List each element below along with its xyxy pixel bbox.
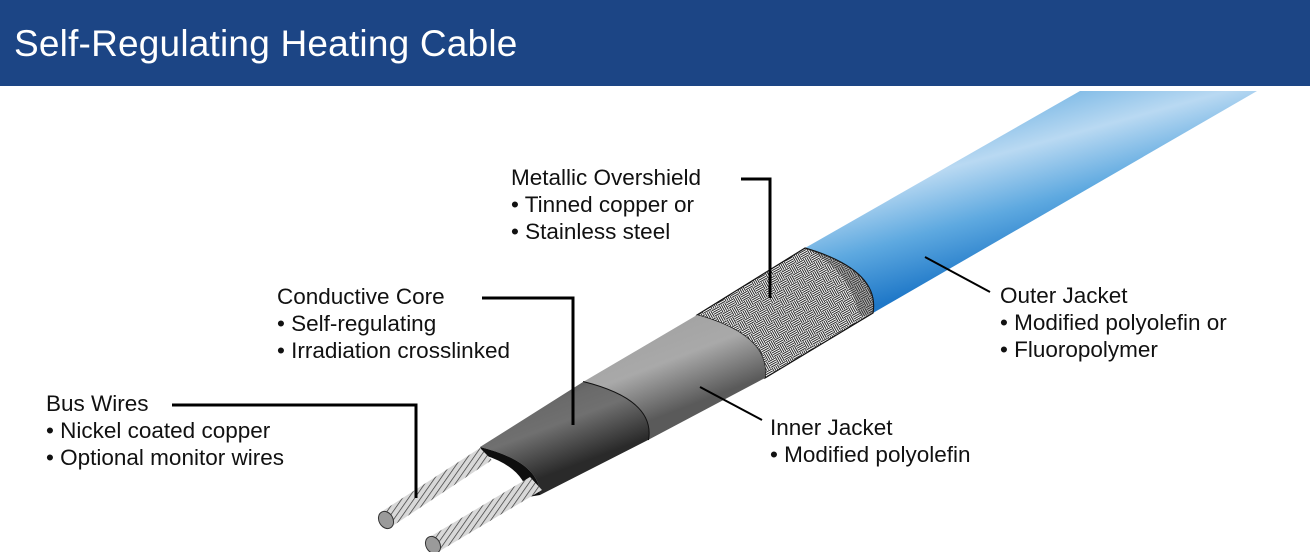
- label-bullet: • Stainless steel: [511, 219, 671, 244]
- leader-line-inner-jacket: [699, 386, 763, 421]
- label-bullet: • Optional monitor wires: [46, 445, 284, 470]
- bus-wire-1: [377, 448, 492, 530]
- braid-end-face: [805, 248, 874, 317]
- conductive-core: [480, 382, 649, 495]
- label-bullet: • Nickel coated copper: [46, 418, 271, 443]
- label-inner-jacket: Inner Jacket • Modified polyolefin: [770, 414, 971, 468]
- label-outer-jacket: Outer Jacket • Modified polyolefin or • …: [1000, 282, 1227, 363]
- label-title: Inner Jacket: [770, 415, 893, 440]
- label-title: Metallic Overshield: [511, 165, 702, 190]
- leader-line-bus-wires: [172, 403, 418, 498]
- leader-line-conductive-core: [482, 296, 575, 425]
- label-title: Outer Jacket: [1000, 283, 1128, 308]
- label-bullet: • Modified polyolefin or: [1000, 310, 1227, 335]
- label-title: Bus Wires: [46, 391, 149, 416]
- label-bullet: • Fluoropolymer: [1000, 337, 1158, 362]
- header-banner: Self-Regulating Heating Cable: [0, 0, 1310, 86]
- label-metallic-overshield: Metallic Overshield • Tinned copper or •…: [511, 164, 701, 245]
- label-bus-wires: Bus Wires • Nickel coated copper • Optio…: [46, 390, 284, 471]
- label-bullet: • Irradiation crosslinked: [277, 338, 510, 363]
- label-bullet: • Self-regulating: [277, 311, 437, 336]
- label-bullet: • Tinned copper or: [511, 192, 694, 217]
- outer-jacket: [805, 91, 1257, 313]
- leader-line-outer-jacket: [924, 256, 991, 293]
- leader-line-metallic-overshield: [741, 177, 772, 298]
- label-title: Conductive Core: [277, 284, 445, 309]
- label-bullet: • Modified polyolefin: [770, 442, 971, 467]
- page-title: Self-Regulating Heating Cable: [14, 23, 518, 64]
- label-conductive-core: Conductive Core • Self-regulating • Irra…: [277, 283, 510, 364]
- bus-wire-2: [424, 477, 542, 552]
- inner-jacket: [583, 315, 766, 440]
